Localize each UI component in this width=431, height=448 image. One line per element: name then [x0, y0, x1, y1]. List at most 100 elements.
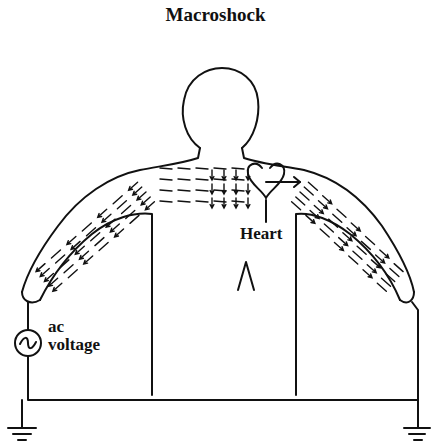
current-streak: [210, 198, 214, 208]
current-streak: [337, 209, 346, 217]
current-streak: [320, 229, 329, 237]
head-outline: [183, 68, 259, 148]
current-streak: [40, 269, 49, 277]
current-streak: [130, 215, 139, 223]
current-streak: [292, 202, 301, 210]
current-streak: [310, 210, 319, 218]
current-streak: [222, 170, 226, 180]
current-streak: [196, 179, 208, 180]
current-streak: [51, 250, 60, 258]
current-streak: [353, 251, 362, 259]
current-streak: [306, 215, 315, 223]
wire: [27, 302, 29, 330]
current-streak: [386, 273, 395, 281]
current-streak: [234, 170, 238, 180]
current-streak: [68, 270, 77, 278]
diagram-title: Macroshock: [0, 4, 431, 26]
current-streaks: [36, 168, 403, 291]
ac-source-symbol: [20, 338, 36, 348]
current-streak: [67, 236, 76, 244]
current-streak: [117, 201, 126, 209]
current-streak: [334, 243, 343, 251]
current-streak: [126, 210, 135, 218]
wire: [21, 400, 23, 428]
ac-source-symbol: [15, 330, 41, 356]
current-streak: [178, 179, 190, 180]
current-streak: [366, 236, 375, 244]
current-streak: [376, 255, 385, 263]
current-streak: [210, 170, 214, 180]
current-streak: [318, 201, 327, 209]
current-streak: [196, 168, 208, 169]
current-streak: [222, 184, 226, 194]
current-streak: [363, 270, 372, 278]
current-streak: [367, 265, 376, 273]
current-streak: [323, 196, 332, 204]
current-streak: [160, 168, 172, 169]
current-streak: [361, 241, 370, 249]
current-streak: [178, 168, 190, 169]
current-streak: [357, 246, 366, 254]
current-streak: [99, 243, 108, 251]
hand-outline: [400, 292, 414, 302]
current-streak: [95, 238, 104, 246]
current-streak: [246, 170, 250, 180]
current-streak: [222, 198, 226, 208]
current-streak: [347, 228, 356, 236]
ground-symbol: [404, 428, 430, 440]
current-streak: [232, 201, 244, 202]
current-streak: [79, 251, 88, 259]
wire: [412, 302, 418, 428]
current-streak: [377, 283, 386, 291]
current-streak: [308, 182, 317, 190]
hand-outline: [22, 292, 40, 302]
current-streak: [84, 256, 93, 264]
current-streak: [98, 209, 107, 217]
current-streak: [246, 184, 250, 194]
current-streak: [329, 219, 338, 227]
current-streak: [234, 184, 238, 194]
current-streak: [115, 229, 124, 237]
current-streak: [133, 187, 142, 195]
current-streak: [210, 184, 214, 194]
current-streak: [371, 260, 380, 268]
current-streak: [129, 182, 138, 190]
current-streak: [110, 224, 119, 232]
current-streak: [82, 223, 91, 231]
current-streak: [145, 202, 154, 210]
source-label: ac voltage: [48, 318, 110, 354]
current-streak: [232, 168, 244, 169]
current-streak: [122, 206, 131, 214]
current-streak: [141, 197, 150, 205]
current-streak: [178, 190, 190, 191]
current-streak: [113, 196, 122, 204]
current-streak: [87, 228, 96, 236]
current-streak: [60, 260, 69, 268]
body-outline: [22, 148, 200, 292]
heart-label: Heart: [240, 225, 320, 243]
body-outline: [40, 214, 152, 395]
current-streak: [234, 198, 238, 208]
current-streak: [178, 201, 190, 202]
leader-line: [266, 181, 300, 183]
current-streak: [44, 273, 53, 281]
current-streak: [36, 264, 45, 272]
current-streak: [246, 198, 250, 208]
current-streak: [296, 197, 305, 205]
current-streak: [160, 190, 172, 191]
current-streak: [196, 201, 208, 202]
current-streak: [333, 214, 342, 222]
current-streak: [214, 168, 226, 169]
current-streak: [339, 238, 348, 246]
current-streak: [394, 264, 403, 272]
current-streak: [390, 269, 399, 277]
current-streak: [314, 206, 323, 214]
current-streak: [64, 265, 73, 273]
wire: [28, 356, 418, 400]
ground-symbol: [8, 428, 36, 440]
current-streak: [75, 246, 84, 254]
current-streak: [300, 192, 309, 200]
leader-line: [265, 200, 267, 222]
